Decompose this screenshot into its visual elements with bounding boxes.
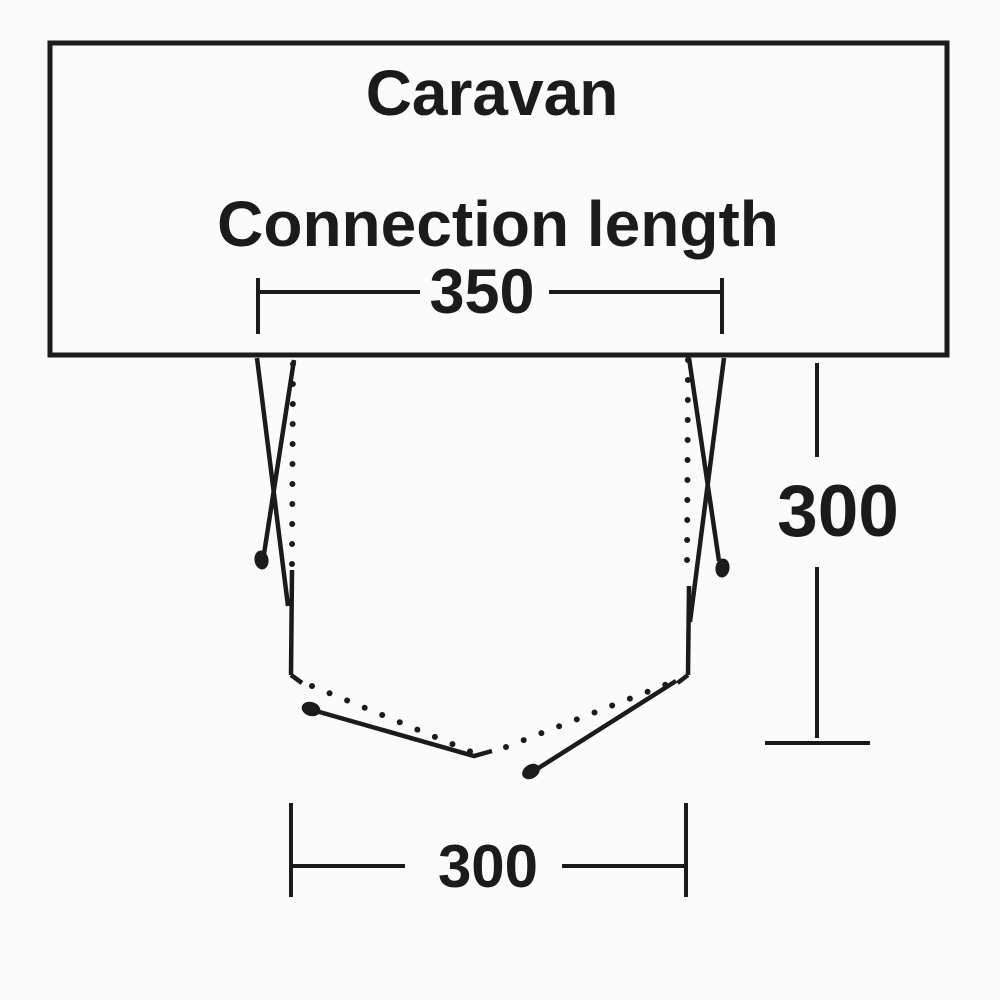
awning-dotted-front-edge xyxy=(309,683,477,756)
tent-peg-icon xyxy=(522,763,540,780)
awning-depth-value: 300 xyxy=(777,471,899,552)
connection-length-value: 350 xyxy=(429,257,534,327)
caravan-outline-group xyxy=(47,40,950,358)
guy-rope-line xyxy=(261,359,297,555)
caravan-box xyxy=(47,40,950,358)
tent-peg-icon xyxy=(301,701,321,717)
tent-peg-icon xyxy=(715,558,730,578)
labels-group: Caravan Connection length 350 300 300 xyxy=(217,57,899,900)
guy-rope-line xyxy=(254,357,291,607)
guy-rope-line xyxy=(535,679,678,771)
awning-corner-line xyxy=(676,673,690,685)
awning-corner-line xyxy=(289,673,304,685)
guy-rope-line xyxy=(686,357,722,562)
awning-dotted-lines-group xyxy=(289,357,691,756)
tent-pegs-group xyxy=(254,550,730,780)
awning-dotted-front-edge xyxy=(503,678,678,750)
connection-length-title: Connection length xyxy=(217,188,779,260)
guy-rope-line xyxy=(687,357,727,623)
dimension-connection-length xyxy=(256,278,724,334)
dimension-lines-group xyxy=(256,278,870,897)
awning-wall-line xyxy=(288,569,295,676)
awning-dotted-wall xyxy=(289,361,296,569)
dimension-awning-front-width xyxy=(289,803,688,897)
dimension-awning-depth xyxy=(765,363,870,745)
tent-peg-icon xyxy=(254,550,269,570)
awning-solid-lines-group xyxy=(254,357,727,771)
guy-rope-line xyxy=(315,708,493,759)
awning-front-width-value: 300 xyxy=(438,833,538,900)
caravan-title: Caravan xyxy=(366,57,619,129)
awning-dotted-wall xyxy=(684,357,691,571)
awning-wall-line xyxy=(685,585,692,676)
